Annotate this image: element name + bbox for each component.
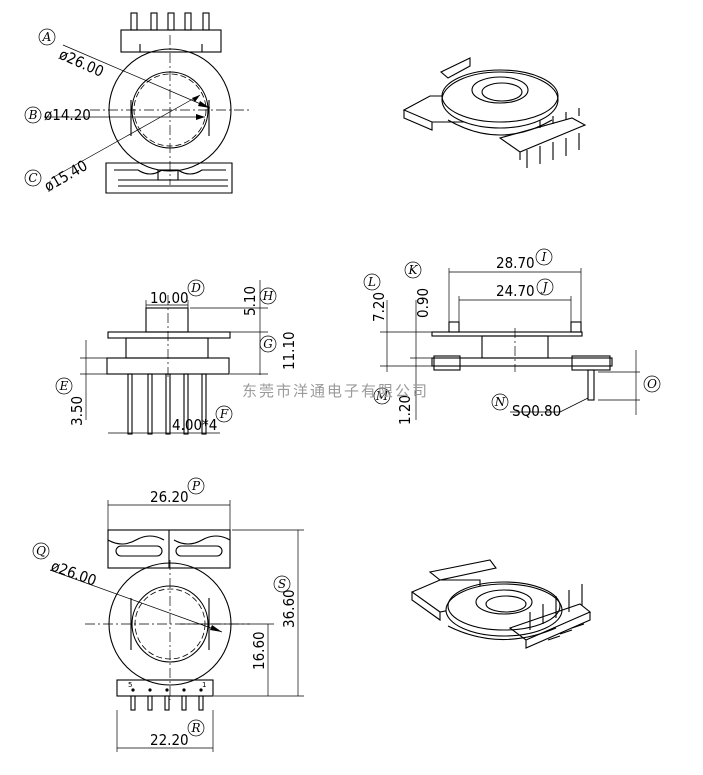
dim-F: 4.00*4: [172, 416, 217, 434]
dim-C: ø15.40: [41, 156, 91, 195]
front-view-top: [44, 12, 250, 194]
bottom-view: [49, 500, 304, 752]
dim-S: 36.60: [280, 589, 298, 628]
label-R: R: [187, 719, 205, 737]
svg-text:G: G: [263, 337, 273, 351]
iso-pins-bottom: [529, 584, 585, 641]
label-I: I: [535, 248, 553, 266]
label-K: K: [404, 261, 422, 279]
svg-text:N: N: [494, 395, 506, 409]
isometric-view-bottom: [410, 559, 592, 649]
side-pins: [127, 373, 207, 435]
svg-text:A: A: [42, 30, 52, 44]
svg-text:D: D: [190, 281, 201, 295]
label-L: L: [363, 273, 381, 291]
label-D: D: [187, 279, 205, 297]
svg-text:M: M: [375, 389, 389, 403]
dim-D: 10.00: [150, 289, 189, 307]
dim-E: 3.50: [68, 396, 86, 426]
svg-text:O: O: [647, 377, 657, 391]
watermark: 东莞市洋通电子有限公司: [242, 382, 429, 400]
svg-text:C: C: [28, 171, 37, 185]
label-E: E: [55, 377, 73, 395]
dim-P: 26.20: [150, 488, 189, 506]
label-G: G: [259, 335, 277, 353]
svg-text:S: S: [278, 577, 286, 591]
dim-I: 28.70: [496, 254, 535, 272]
label-M: M: [373, 387, 391, 405]
label-N: N: [491, 393, 509, 411]
svg-text:H: H: [262, 289, 274, 303]
svg-text:P: P: [191, 479, 201, 493]
dim-H: 5.10: [241, 286, 259, 316]
label-S: S: [273, 575, 291, 593]
pin-number-1: 1: [202, 681, 206, 689]
label-O: O: [643, 375, 661, 393]
dim-Q: ø26.00: [49, 557, 99, 590]
pin-number-5: 5: [128, 681, 132, 689]
dim-K: 0.90: [414, 288, 432, 318]
svg-text:Q: Q: [36, 544, 46, 558]
label-B: B: [24, 106, 42, 124]
bottom-pins: [130, 688, 204, 711]
dim-L: 7.20: [370, 292, 388, 322]
isometric-view-top: [402, 57, 587, 168]
dim-R: 22.20: [150, 731, 189, 749]
dim-J: 24.70: [496, 282, 535, 300]
label-C: C: [24, 169, 42, 187]
side-view-right: [380, 268, 640, 420]
dim-N: SQ0.80: [512, 402, 561, 420]
label-H: H: [259, 287, 277, 305]
svg-text:J: J: [540, 280, 549, 294]
svg-text:F: F: [219, 407, 229, 421]
svg-text:E: E: [59, 379, 69, 393]
svg-text:K: K: [408, 263, 419, 277]
dim-G: 11.10: [280, 331, 298, 370]
label-A: A: [38, 28, 56, 46]
svg-text:R: R: [190, 721, 200, 735]
label-J: J: [536, 278, 554, 296]
side-view-left: [80, 280, 268, 435]
dim-S2: 16.60: [250, 631, 268, 670]
label-Q: Q: [32, 542, 50, 560]
label-F: F: [215, 405, 233, 423]
iso-pins-top: [526, 108, 580, 168]
dim-B: ø14.20: [44, 106, 91, 124]
dim-M: 1.20: [396, 395, 414, 425]
label-P: P: [187, 477, 205, 495]
top-pins: [130, 12, 210, 31]
dim-A: ø26.00: [56, 45, 106, 81]
svg-text:I: I: [541, 250, 547, 264]
svg-text:L: L: [367, 275, 376, 289]
svg-text:B: B: [28, 108, 38, 122]
